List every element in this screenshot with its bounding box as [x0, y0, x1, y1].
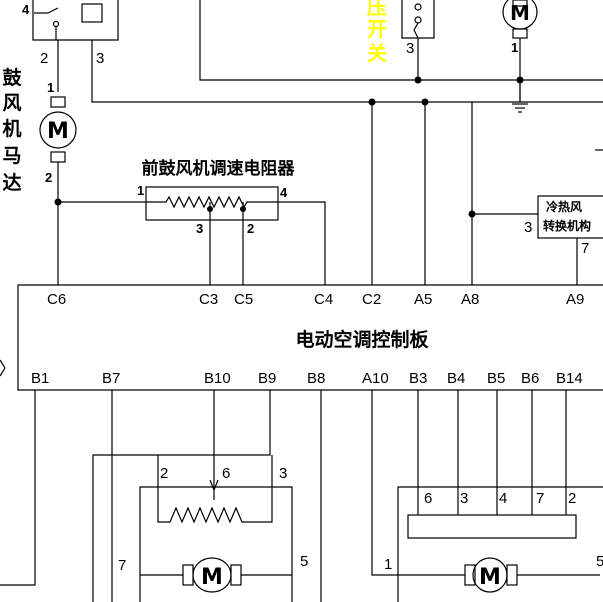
front-blower-resistor: 前鼓风机调速电阻器 1 4 3 2: [137, 158, 295, 236]
hot-cold-switch: 冷热风 转换机构 3 7: [524, 195, 603, 257]
ground-symbol: [512, 80, 528, 113]
relay-pin-3: 3: [96, 50, 104, 67]
pin-B14: B14: [556, 370, 583, 387]
pin-B1: B1: [31, 370, 49, 387]
motor-m-symbol: M: [47, 119, 69, 144]
switch-pin-3: 3: [524, 219, 532, 236]
right-act-pin-6: 6: [424, 490, 432, 507]
blower-motor: 1 M 2: [39, 80, 77, 185]
svg-text:马: 马: [2, 145, 21, 167]
right-act-pin-3: 3: [460, 490, 468, 507]
pin-C3: C3: [199, 291, 218, 308]
hot-cold-label-1: 冷热风: [546, 199, 582, 214]
svg-text:开: 开: [367, 17, 387, 41]
svg-text:达: 达: [2, 171, 21, 194]
hot-cold-label-2: 转换机构: [543, 218, 591, 233]
pin-B5: B5: [487, 370, 505, 387]
resistor-pin-3: 3: [196, 221, 203, 236]
resistor-pin-1: 1: [137, 183, 144, 198]
control-panel-title: 电动空调控制板: [295, 328, 429, 351]
svg-text:M: M: [201, 565, 223, 590]
left-act-pin-6: 6: [222, 465, 230, 482]
pin-B7: B7: [102, 370, 120, 387]
svg-text:M: M: [479, 565, 501, 590]
left-act-pin-3: 3: [279, 465, 287, 482]
motor-pin-1: 1: [47, 80, 54, 95]
pin-B3: B3: [409, 370, 427, 387]
resistor-pin-4: 4: [280, 185, 288, 200]
left-actuator: 2 6 3 7 5 M: [118, 455, 308, 602]
pin-B4: B4: [447, 370, 465, 387]
pin-A10: A10: [362, 370, 389, 387]
pressure-switch: 压 开 关 3: [367, 0, 435, 65]
resistor-pin-2: 2: [247, 221, 254, 236]
left-act-pin-5: 5: [300, 553, 308, 570]
svg-text:压: 压: [367, 0, 387, 19]
pin-A5: A5: [414, 291, 432, 308]
right-act-pin-5: 5: [596, 553, 603, 570]
relay-pin-4: 4: [22, 2, 30, 17]
svg-text:风: 风: [2, 92, 21, 114]
relay-pin-2: 2: [40, 50, 48, 67]
right-act-pin-1: 1: [384, 556, 392, 573]
svg-text:M: M: [510, 1, 530, 25]
pressure-pin-3: 3: [406, 40, 414, 57]
pin-B8: B8: [307, 370, 325, 387]
pin-B9: B9: [258, 370, 276, 387]
pin-B10: B10: [204, 370, 231, 387]
pin-C6: C6: [47, 291, 66, 308]
switch-pin-7: 7: [581, 240, 589, 257]
left-act-pin-7: 7: [118, 557, 126, 574]
control-panel: 电动空调控制板 C6 C3 C5 C4 C2 A5 A8 A9 B1 B7 B1…: [17, 284, 603, 391]
right-act-pin-7: 7: [536, 490, 544, 507]
pin-A8: A8: [461, 291, 479, 308]
pin-A9: A9: [566, 291, 584, 308]
svg-text:机: 机: [2, 118, 21, 140]
right-actuator: 6 3 4 7 2 1 5 M: [384, 486, 603, 602]
motor-pin-2: 2: [45, 170, 52, 185]
pin-B6: B6: [521, 370, 539, 387]
svg-text:关: 关: [367, 41, 387, 65]
resistor-title: 前鼓风机调速电阻器: [142, 158, 296, 179]
right-act-pin-2: 2: [568, 490, 576, 507]
blower-motor-label: 鼓 风 机 马 达: [2, 66, 22, 194]
pin-C5: C5: [234, 291, 253, 308]
left-act-pin-2: 2: [160, 465, 168, 482]
pin-C2: C2: [362, 291, 381, 308]
blower-relay: 4 2 3: [22, 0, 119, 67]
pin-C4: C4: [314, 291, 333, 308]
svg-text:鼓: 鼓: [2, 66, 22, 89]
right-motor-pin-1: 1: [511, 40, 518, 55]
right-act-pin-4: 4: [499, 490, 507, 507]
